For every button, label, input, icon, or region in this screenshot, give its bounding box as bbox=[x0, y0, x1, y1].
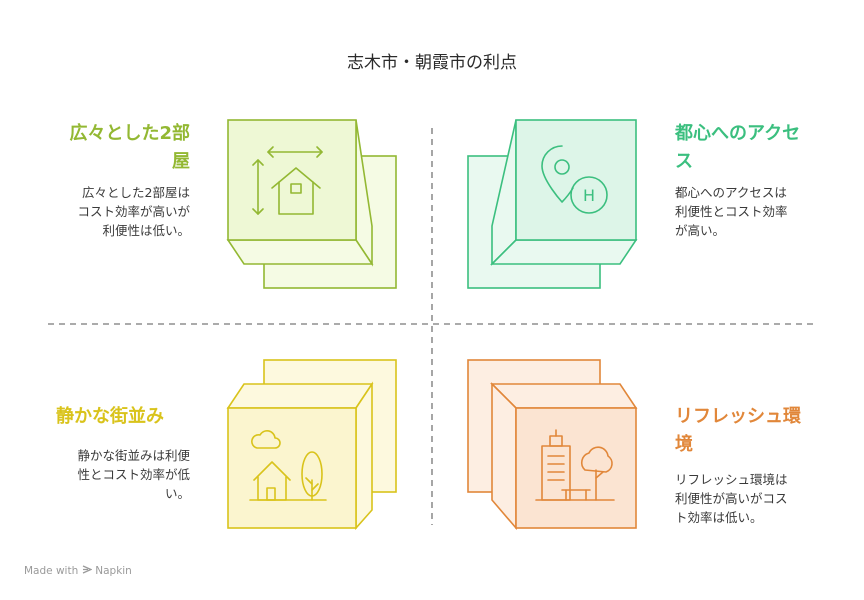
quadrant-top-right-description: 都心へのアクセスは 利便性とコスト効率 が高い。 bbox=[675, 183, 835, 240]
quadrant-top-right-heading: 都心へのアクセ ス bbox=[675, 120, 835, 176]
location-hospital-icon: H bbox=[541, 145, 608, 214]
description-line: 利便性とコスト効率 bbox=[675, 204, 788, 219]
napkin-logo-icon bbox=[82, 565, 93, 577]
description-line: 広々とした2部屋は bbox=[82, 185, 190, 200]
heading-line: 都心へのアクセ bbox=[675, 123, 801, 144]
heading-line: 広々とした2部 bbox=[69, 123, 190, 144]
heading-line: リフレッシュ環 bbox=[675, 406, 801, 427]
quadrant-top-right-card: H bbox=[467, 119, 638, 289]
quadrant-bottom-left-card bbox=[226, 359, 397, 531]
heading-line: 屋 bbox=[172, 151, 190, 172]
description-line: い。 bbox=[164, 486, 190, 501]
quadrant-bottom-left-description: 静かな街並みは利便 性とコスト効率が低 い。 bbox=[40, 446, 190, 503]
heading-line: 静かな街並み bbox=[56, 406, 164, 427]
heading-line: 境 bbox=[675, 434, 693, 455]
quadrant-bottom-right-card bbox=[467, 359, 638, 531]
hospital-letter: H bbox=[583, 186, 595, 205]
heading-line: ス bbox=[675, 151, 693, 172]
footer-attribution[interactable]: Made with Napkin bbox=[24, 565, 132, 577]
spacious-room-icon bbox=[252, 146, 323, 215]
description-line: コスト効率が高いが bbox=[77, 204, 190, 219]
quadrant-top-left-heading: 広々とした2部 屋 bbox=[40, 120, 190, 176]
quiet-neighborhood-icon bbox=[249, 430, 327, 501]
description-line: 都心へのアクセスは bbox=[675, 185, 787, 200]
description-line: 利便性が高いがコス bbox=[675, 491, 788, 506]
description-line: が高い。 bbox=[675, 223, 726, 238]
quadrant-bottom-right-description: リフレッシュ環境は 利便性が高いがコス ト効率は低い。 bbox=[675, 470, 835, 527]
description-line: 静かな街並みは利便 bbox=[77, 448, 190, 463]
quadrant-top-left-card bbox=[226, 119, 397, 289]
description-line: 性とコスト効率が低 bbox=[77, 467, 190, 482]
quadrant-top-left-description: 広々とした2部屋は コスト効率が高いが 利便性は低い。 bbox=[40, 183, 190, 240]
city-park-icon bbox=[535, 429, 615, 501]
quadrant-bottom-right-heading: リフレッシュ環 境 bbox=[675, 403, 835, 459]
footer-made-with: Made with bbox=[24, 565, 79, 577]
description-line: ト効率は低い。 bbox=[675, 510, 763, 525]
description-line: リフレッシュ環境は bbox=[675, 472, 788, 487]
page-title: 志木市・朝霞市の利点 bbox=[347, 53, 517, 73]
description-line: 利便性は低い。 bbox=[102, 223, 190, 238]
footer-brand: Napkin bbox=[95, 565, 132, 577]
quadrant-bottom-left-heading: 静かな街並み bbox=[40, 403, 190, 431]
